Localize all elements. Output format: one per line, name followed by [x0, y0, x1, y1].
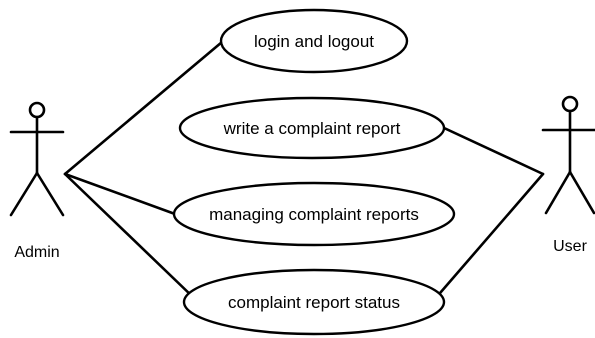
- use-case-write-report: write a complaint report: [178, 96, 446, 160]
- actor-admin-right-leg: [35, 171, 65, 217]
- use-case-managing-reports-ellipse: [172, 181, 456, 247]
- associations: [63, 40, 545, 302]
- actor-user-left-leg: [544, 170, 572, 215]
- actor-admin: Admin: [9, 101, 65, 261]
- use-case-write-report-ellipse: [178, 96, 446, 160]
- association-admin-status: [63, 172, 196, 300]
- actor-admin-left-leg: [9, 171, 39, 217]
- use-case-login-ellipse: [219, 8, 409, 74]
- association-user-write: [442, 126, 545, 176]
- actor-user-right-leg: [568, 170, 595, 215]
- use-case-login: login and logout: [219, 8, 409, 74]
- actor-user-head: [561, 95, 579, 113]
- actor-user-label: User: [553, 238, 587, 255]
- actor-admin-head: [28, 101, 46, 119]
- use-case-managing-reports-label: managing complaint reports: [209, 205, 419, 224]
- actor-user: User: [541, 95, 595, 255]
- use-case-report-status-label: complaint report status: [228, 293, 400, 312]
- use-case-report-status: complaint report status: [182, 268, 446, 336]
- use-case-login-label: login and logout: [254, 32, 374, 51]
- use-case-report-status-ellipse: [182, 268, 446, 336]
- association-user-status: [432, 172, 545, 302]
- association-admin-managing: [63, 172, 177, 216]
- association-admin-login: [63, 40, 224, 176]
- use-case-write-report-label: write a complaint report: [223, 119, 401, 138]
- use-case-managing-reports: managing complaint reports: [172, 181, 456, 247]
- actor-admin-label: Admin: [14, 244, 59, 261]
